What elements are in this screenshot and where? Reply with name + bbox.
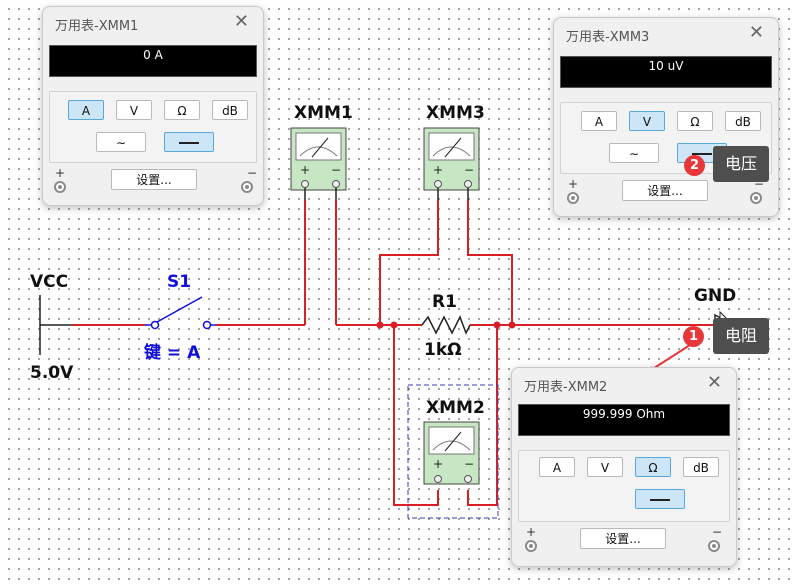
annotation-resistance-label: 电阻 bbox=[713, 318, 770, 354]
minus-sign: − bbox=[754, 177, 765, 191]
switch-name: S1 bbox=[167, 272, 192, 292]
wire-xmm3-plus bbox=[379, 200, 439, 325]
sine-wave-icon[interactable]: ∼ bbox=[96, 132, 146, 152]
annotation-badge-2: 2 bbox=[684, 155, 705, 176]
multimeter-symbol-xmm2[interactable]: + − bbox=[423, 421, 480, 485]
wire-xmm2-plus bbox=[393, 325, 439, 506]
svg-text:−: − bbox=[464, 163, 474, 177]
settings-button[interactable]: 设置... bbox=[580, 528, 666, 549]
resistor-r1-symbol[interactable] bbox=[421, 315, 471, 335]
mode-ohm-button[interactable]: Ω bbox=[164, 100, 200, 120]
settings-button[interactable]: 设置... bbox=[111, 169, 197, 190]
plus-terminal[interactable] bbox=[54, 181, 66, 193]
switch-s1[interactable] bbox=[145, 296, 216, 330]
multimeter-symbol-xmm1[interactable]: + − bbox=[290, 127, 347, 200]
reading-display: 10 uV bbox=[560, 56, 772, 88]
svg-text:−: − bbox=[464, 457, 474, 471]
mode-ohm-button[interactable]: Ω bbox=[677, 111, 713, 131]
mode-db-button[interactable]: dB bbox=[212, 100, 248, 120]
wire-xmm2-minus bbox=[467, 325, 498, 506]
panel-title: 万用表-XMM1 bbox=[55, 19, 139, 34]
mode-group: A V Ω dB ∼ bbox=[49, 91, 257, 163]
svg-text:+: + bbox=[300, 163, 310, 177]
vcc-label: VCC bbox=[30, 272, 69, 292]
mode-ohm-button[interactable]: Ω bbox=[635, 457, 671, 477]
wires bbox=[72, 200, 715, 506]
sine-wave-icon[interactable]: ∼ bbox=[609, 143, 659, 163]
xmm3-symbol-label: XMM3 bbox=[426, 103, 485, 123]
vcc-value: 5.0V bbox=[30, 363, 74, 383]
junctions bbox=[376, 321, 516, 329]
multimeter-panel-xmm2[interactable]: 万用表-XMM2 ✕ 999.999 Ohm A V Ω dB + − 设置..… bbox=[511, 367, 737, 567]
close-icon[interactable]: ✕ bbox=[748, 22, 764, 43]
reading-display: 0 A bbox=[49, 45, 257, 77]
multimeter-symbol-xmm3[interactable]: + − bbox=[423, 127, 480, 200]
minus-terminal[interactable] bbox=[708, 540, 720, 552]
close-icon[interactable]: ✕ bbox=[706, 372, 722, 393]
mode-ampere-button[interactable]: A bbox=[581, 111, 617, 131]
plus-terminal[interactable] bbox=[567, 192, 579, 204]
multimeter-panel-xmm3[interactable]: 万用表-XMM3 ✕ 10 uV A V Ω dB ∼ + − 设置... bbox=[553, 17, 779, 217]
plus-terminal[interactable] bbox=[525, 540, 537, 552]
annotation-voltage-label: 电压 bbox=[713, 146, 770, 182]
mode-volt-button[interactable]: V bbox=[116, 100, 152, 120]
wire-xmm3-minus bbox=[467, 200, 513, 325]
resistor-name: R1 bbox=[432, 292, 457, 312]
xmm1-symbol-label: XMM1 bbox=[294, 103, 353, 123]
minus-sign: − bbox=[247, 166, 258, 180]
svg-text:−: − bbox=[331, 163, 341, 177]
plus-sign: + bbox=[568, 177, 579, 191]
xmm2-selection-box bbox=[407, 384, 499, 519]
mode-db-button[interactable]: dB bbox=[683, 457, 719, 477]
mode-volt-button[interactable]: V bbox=[587, 457, 623, 477]
panel-title: 万用表-XMM2 bbox=[524, 380, 608, 395]
minus-terminal[interactable] bbox=[750, 192, 762, 204]
mode-ampere-button[interactable]: A bbox=[539, 457, 575, 477]
svg-text:+: + bbox=[433, 163, 443, 177]
dc-line-icon[interactable] bbox=[164, 132, 214, 152]
multimeter-panel-xmm1[interactable]: 万用表-XMM1 ✕ 0 A A V Ω dB ∼ + − 设置... bbox=[42, 6, 264, 206]
mode-volt-button[interactable]: V bbox=[629, 111, 665, 131]
mode-group: A V Ω dB bbox=[518, 450, 730, 522]
minus-terminal[interactable] bbox=[241, 181, 253, 193]
plus-sign: + bbox=[55, 166, 66, 180]
reading-display: 999.999 Ohm bbox=[518, 404, 730, 436]
annotation-badge-1: 1 bbox=[683, 326, 704, 347]
mode-ampere-button[interactable]: A bbox=[68, 100, 104, 120]
switch-key: 键 = A bbox=[144, 343, 201, 363]
dc-line-icon[interactable] bbox=[635, 489, 685, 509]
panel-title: 万用表-XMM3 bbox=[566, 30, 650, 45]
close-icon[interactable]: ✕ bbox=[233, 11, 249, 32]
svg-text:+: + bbox=[433, 457, 443, 471]
settings-button[interactable]: 设置... bbox=[622, 180, 708, 201]
xmm2-symbol-label: XMM2 bbox=[426, 398, 485, 418]
plus-sign: + bbox=[526, 525, 537, 539]
gnd-label: GND bbox=[694, 286, 737, 306]
resistor-value: 1kΩ bbox=[424, 340, 462, 360]
minus-sign: − bbox=[712, 525, 723, 539]
mode-db-button[interactable]: dB bbox=[725, 111, 761, 131]
